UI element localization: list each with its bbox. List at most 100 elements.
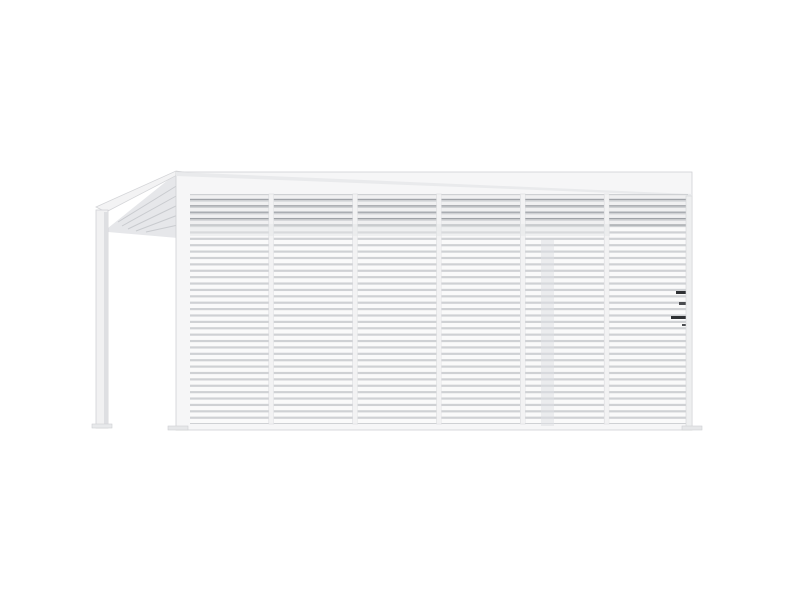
louver-slat [525,278,605,283]
louver-slat [609,322,688,328]
louver-slat [190,386,269,392]
louver-slat [525,214,605,219]
louver-slat [190,418,269,423]
louver-slat [525,380,605,385]
louver-slat [609,316,688,321]
louver-slat [525,316,605,321]
louver-slat [190,361,269,366]
louver-slat [441,386,521,392]
louver-slat [357,201,437,206]
louver-slat [441,380,521,385]
louver-slat [190,214,269,219]
louver-slat [441,342,521,347]
roof-louver-shadow [441,205,521,207]
louver-slat [525,322,605,328]
louver-slat [609,297,688,302]
louver-slat [609,214,688,219]
louver-slat [441,303,521,308]
louver-slat [609,418,688,423]
louver-slat [525,201,605,206]
louver-slat [609,342,688,347]
louver-slat [441,278,521,283]
louver-slat [273,278,353,283]
louver-slat [441,220,521,225]
louver-slat [525,246,605,251]
louver-slat [190,220,269,225]
louver-slat [190,335,269,340]
louver-slat [357,233,437,238]
roof-louver-shadow [609,217,688,220]
louver-panel-5 [525,194,605,424]
louver-slat [609,278,688,283]
roof-louver-shadow [525,224,605,226]
louver-slat [190,265,269,270]
roof-louver-shadow [273,205,353,207]
louver-slat [357,406,437,411]
louver-slat [357,386,437,392]
louver-slat [357,412,437,417]
roof-louver-shadow [273,211,353,213]
louver-slat [357,195,437,200]
louver-slat [609,412,688,417]
roof-louver-shadow [441,198,521,200]
louver-slat [357,322,437,328]
louver-slat [609,310,688,315]
louver-slat [525,393,605,398]
louver-slat [441,374,521,379]
roof-louver-shadow [441,217,521,220]
louver-slat [441,297,521,302]
louver-slat [609,406,688,411]
louver-slat [273,303,353,308]
roof-louver-shadow [609,224,688,226]
louver-slat [609,361,688,366]
roof-louver-shadow [609,205,688,207]
louver-slat [609,271,688,277]
louver-slat [525,239,605,245]
louver-slat [525,386,605,392]
roof-louver-shadow [190,224,269,226]
louver-slat [441,361,521,366]
louver-slat [190,252,269,257]
louver-slat [190,399,269,404]
louver-slat [357,310,437,315]
louver-slat [273,348,353,353]
roof-louver-shadow [190,198,269,200]
louver-slat [441,393,521,398]
louver-slat [273,297,353,302]
front-top-beam [176,172,692,196]
louver-slat [525,310,605,315]
louver-slat [190,374,269,379]
louver-slat [273,201,353,206]
louver-slat [525,284,605,289]
louver-slat [441,348,521,353]
louver-slat [441,322,521,328]
louver-slat [357,271,437,277]
louver-slat [525,335,605,340]
louver-slat [273,361,353,366]
louver-slat [609,246,688,251]
louver-slat [273,412,353,417]
louver-slat [357,303,437,308]
louver-slat [273,316,353,321]
louver-slat [441,259,521,264]
louver-slat [273,214,353,219]
louver-slat [273,406,353,411]
louver-slat [525,207,605,213]
louver-slat [525,418,605,423]
louver-slat [441,271,521,277]
roof-louver-shadow [190,217,269,220]
roof-louver-shadow [525,217,605,220]
louver-slat [441,195,521,200]
louver-slat [273,322,353,328]
louver-slat [190,412,269,417]
louver-slat [273,291,353,296]
louver-slat [441,252,521,257]
louver-panel-2 [273,194,353,424]
louver-slat [190,406,269,411]
louver-slat [525,412,605,417]
louver-slat [273,380,353,385]
louver-slat [609,227,688,232]
louver-slat [273,335,353,340]
louver-slat [357,214,437,219]
louver-slat [273,329,353,334]
